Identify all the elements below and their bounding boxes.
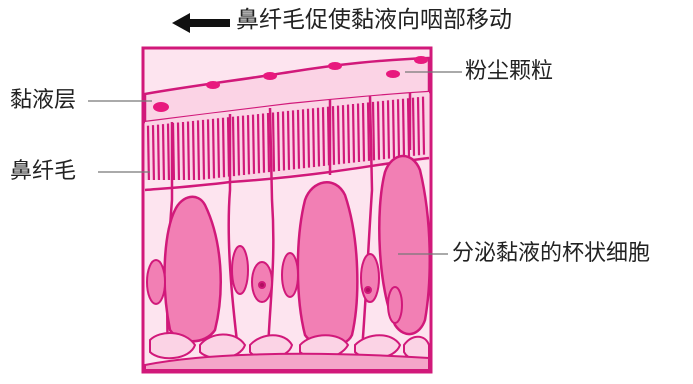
- cilium: [163, 124, 164, 184]
- cilium: [278, 112, 279, 171]
- cilium: [268, 113, 269, 172]
- cilium: [158, 125, 159, 185]
- cilium: [373, 102, 374, 160]
- cilium: [413, 98, 414, 156]
- cilium: [148, 126, 149, 186]
- cilium: [153, 125, 154, 185]
- cilium: [318, 108, 319, 167]
- cilium: [348, 105, 349, 164]
- cilium: [303, 109, 304, 168]
- cilium: [253, 115, 254, 174]
- cilium: [258, 114, 259, 173]
- diagram-title: 鼻纤毛促使黏液向咽部移动: [236, 9, 512, 32]
- cilium: [233, 117, 234, 176]
- cilium: [418, 97, 419, 155]
- cilium: [188, 121, 189, 181]
- cilium: [168, 124, 169, 184]
- cilium: [283, 111, 284, 170]
- cilium: [343, 105, 344, 164]
- cilium: [363, 103, 364, 161]
- label-goblet-cell: 分泌黏液的杯状细胞: [452, 243, 650, 265]
- cilium: [238, 116, 239, 175]
- label-dust-particles: 粉尘颗粒: [465, 61, 553, 83]
- cilium: [288, 111, 289, 170]
- cilium: [398, 99, 399, 157]
- cilium: [423, 97, 424, 155]
- cilium: [203, 120, 204, 180]
- cilium: [403, 99, 404, 157]
- cilium: [263, 114, 264, 173]
- direction-arrow: [172, 13, 230, 33]
- cilium: [243, 116, 244, 175]
- cilium: [213, 119, 214, 179]
- cilium: [298, 110, 299, 169]
- cilium: [353, 104, 354, 163]
- cilium: [383, 101, 384, 159]
- cilium: [333, 106, 334, 165]
- cilium: [178, 123, 179, 183]
- cilium: [273, 112, 274, 171]
- cilium: [378, 101, 379, 159]
- cilium: [198, 120, 199, 180]
- cilium: [293, 110, 294, 169]
- cilium: [358, 104, 359, 163]
- label-mucus-layer: 黏液层: [10, 90, 76, 112]
- cilium: [338, 106, 339, 165]
- cilium: [218, 118, 219, 177]
- cilium: [323, 107, 324, 166]
- cilium: [388, 100, 389, 158]
- cilium: [393, 100, 394, 158]
- cilium: [183, 122, 184, 182]
- cilium: [193, 121, 194, 181]
- cilium: [313, 108, 314, 167]
- cilium: [208, 119, 209, 179]
- cilium: [308, 109, 309, 168]
- label-cilia: 鼻纤毛: [10, 161, 76, 183]
- cilium: [248, 115, 249, 174]
- cilium: [368, 102, 369, 160]
- cilium: [223, 118, 224, 177]
